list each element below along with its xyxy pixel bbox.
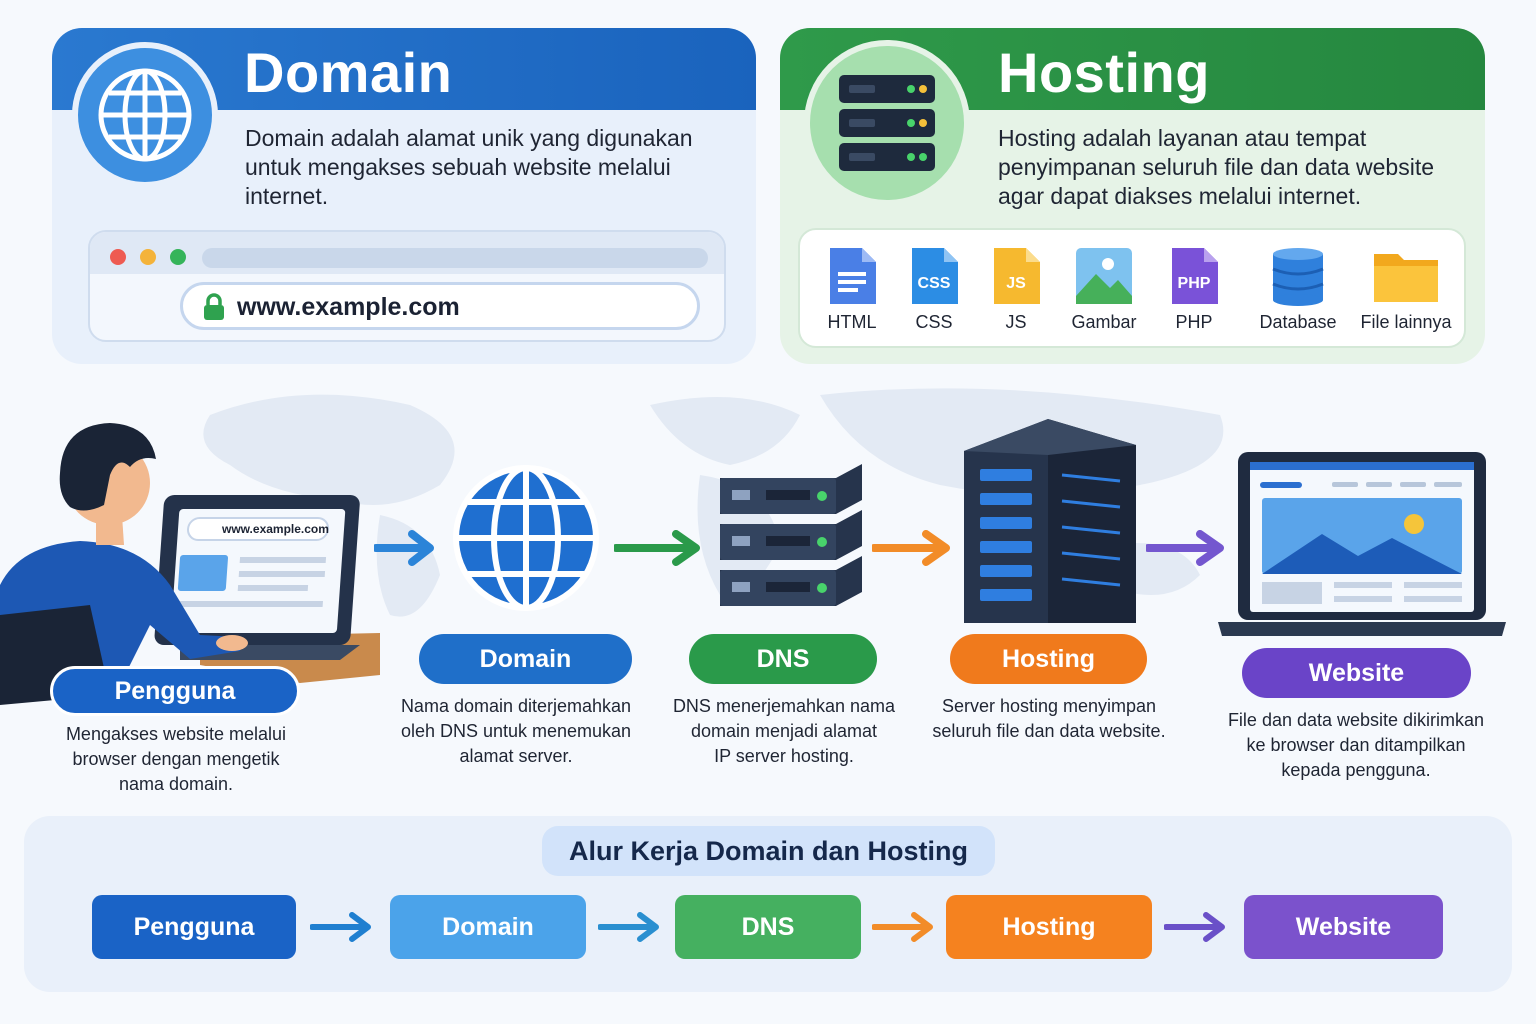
css-badge: CSS [918,275,951,292]
image-file-icon [1076,248,1132,304]
workflow-box-hosting: Hosting [946,895,1152,959]
step-desc-website: File dan data website dikirimkan ke brow… [1206,708,1506,783]
step-desc-hosting-line-2: seluruh file dan data website. [932,721,1166,741]
domain-card-title: Domain [244,41,453,104]
workflow-arrow-2-icon [598,912,659,942]
minimize-dot-icon [140,249,156,265]
workflow-box-pengguna: Pengguna [92,895,296,959]
workflow-arrow-3-icon [872,912,933,942]
workflow-title: Alur Kerja Domain dan Hosting [542,826,995,876]
step-pill-hosting: Hosting [950,634,1147,684]
website-laptop-icon [1218,452,1506,636]
lock-icon [204,293,224,320]
user-at-laptop-illustration [0,423,380,705]
workflow-box-dns: DNS [675,895,861,959]
file-label-html: HTML [827,312,877,332]
file-tile-html: HTML [812,246,892,333]
php-badge: PHP [1178,275,1211,292]
globe-icon [72,42,218,188]
step-desc-hosting: Server hosting menyimpan seluruh file da… [918,694,1180,744]
domain-card: Domain Domain adalah alamat unik yang di… [52,28,756,364]
flow-arrow-1-icon [374,530,434,566]
hosting-desc-line-2: penyimpanan seluruh file dan data websit… [998,154,1435,180]
php-file-icon: PHP [1172,248,1218,304]
step-desc-pengguna-line-3: nama domain. [118,774,234,794]
step-pill-pengguna: Pengguna [50,666,300,716]
file-label-css: CSS [915,312,953,332]
browser-window: www.example.com [88,230,726,342]
file-label-database: Database [1259,312,1337,332]
hosting-file-types: HTML CSS CSS JS JS Gambar [798,228,1466,348]
workflow-box-website: Website [1244,895,1443,959]
close-dot-icon [110,249,126,265]
file-tile-database: Database [1248,246,1348,333]
file-tile-php: PHP PHP [1154,246,1234,333]
folder-icon [1374,254,1438,302]
step-desc-pengguna-line-1: Mengakses website melalui [65,724,287,744]
js-badge: JS [1006,275,1026,292]
laptop-url-text: www.example.com [222,522,329,536]
step-desc-website-line-2: ke browser dan ditampilkan [1246,735,1466,755]
step-desc-dns-line-3: IP server hosting. [714,746,854,766]
flow-arrow-3-icon [872,530,950,566]
file-label-image: Gambar [1071,312,1137,332]
browser-tab-strip [202,248,708,268]
workflow-arrow-1-icon [310,912,371,942]
address-bar-url: www.example.com [237,293,460,321]
step-desc-domain-line-3: alamat server. [459,746,573,766]
step-desc-website-line-3: kepada pengguna. [1281,760,1431,780]
domain-desc-line-1: Domain adalah alamat unik yang digunakan [245,125,693,151]
hosting-card: Hosting Hosting adalah layanan atau temp… [780,28,1485,364]
workflow-box-domain: Domain [390,895,586,959]
step-desc-dns: DNS menerjemahkan nama domain menjadi al… [656,694,912,769]
step-desc-hosting-line-1: Server hosting menyimpan [941,696,1157,716]
file-label-js: JS [1005,312,1027,332]
step-desc-domain: Nama domain diterjemahkan oleh DNS untuk… [380,694,652,769]
step-desc-pengguna: Mengakses website melalui browser dengan… [30,722,322,797]
hosting-desc-line-3: agar dapat diakses melalui internet. [998,183,1362,209]
step-desc-domain-line-2: oleh DNS untuk menemukan [400,721,632,741]
hosting-card-title: Hosting [998,41,1210,104]
step-desc-dns-line-2: domain menjadi alamat [690,721,878,741]
workflow-arrow-4-icon [1164,912,1225,942]
domain-card-description: Domain adalah alamat unik yang digunakan… [245,124,693,211]
maximize-dot-icon [170,249,186,265]
step-desc-dns-line-1: DNS menerjemahkan nama [672,696,896,716]
step-desc-pengguna-line-2: browser dengan mengetik [72,749,280,769]
dns-server-icon [720,464,862,606]
hosting-server-tower-icon [964,419,1136,623]
file-tile-js: JS JS [976,246,1056,333]
step-pill-website: Website [1242,648,1471,698]
database-icon [1272,248,1324,306]
hosting-desc-line-1: Hosting adalah layanan atau tempat [998,125,1367,151]
hosting-card-description: Hosting adalah layanan atau tempat penyi… [998,124,1434,211]
browser-top-bar [90,232,724,274]
step-desc-website-line-1: File dan data website dikirimkan [1227,710,1485,730]
js-file-icon: JS [994,248,1040,304]
flow-arrow-4-icon [1146,530,1224,566]
file-label-other: File lainnya [1360,312,1452,332]
address-bar[interactable]: www.example.com [180,282,700,330]
file-tile-other: File lainnya [1356,246,1456,333]
file-tile-image: Gambar [1064,246,1144,333]
step-pill-dns: DNS [689,634,877,684]
server-rack-icon [804,40,970,206]
domain-desc-line-3: internet. [245,183,329,209]
step-pill-domain: Domain [419,634,632,684]
html-file-icon [830,248,876,304]
flow-arrow-2-icon [614,530,700,566]
file-tile-css: CSS CSS [894,246,974,333]
step-desc-domain-line-1: Nama domain diterjemahkan [400,696,632,716]
domain-desc-line-2: untuk mengakses sebuah website melalui [245,154,671,180]
domain-globe-icon [453,465,599,611]
css-file-icon: CSS [912,248,958,304]
file-label-php: PHP [1175,312,1213,332]
